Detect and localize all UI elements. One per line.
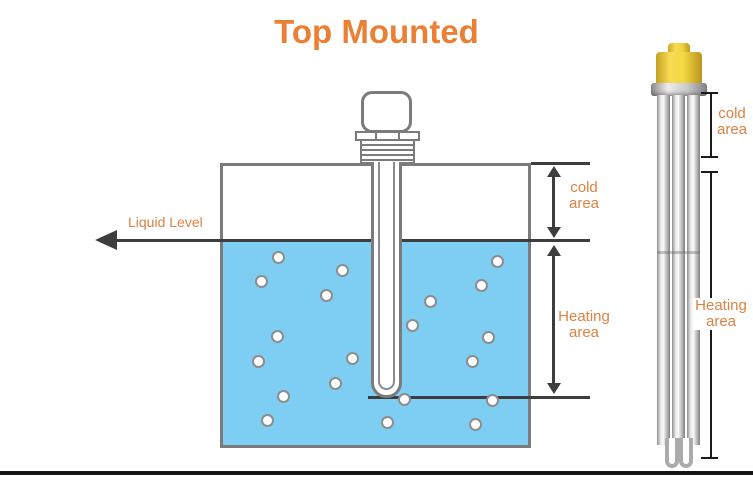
photo-tube bbox=[672, 95, 685, 445]
arrow-down-icon bbox=[547, 383, 561, 394]
bubble bbox=[491, 255, 504, 268]
photo-cap-top bbox=[668, 43, 690, 54]
arrow-up-icon bbox=[547, 245, 561, 256]
arrow-up-icon bbox=[547, 166, 561, 177]
bracket-tick bbox=[701, 92, 718, 94]
bubble bbox=[271, 330, 284, 343]
element-u-tube-inner bbox=[378, 162, 395, 390]
element-cap bbox=[361, 91, 412, 133]
photo-heating-area-label: Heating area bbox=[693, 298, 749, 330]
photo-u-bend bbox=[665, 438, 679, 468]
bracket-tick bbox=[701, 156, 718, 158]
photo-tube bbox=[687, 95, 700, 445]
photo-tubes bbox=[657, 95, 700, 445]
bubble bbox=[398, 393, 411, 406]
bubble bbox=[424, 295, 437, 308]
bubble bbox=[277, 390, 290, 403]
cold-area-arrow bbox=[552, 173, 555, 231]
bubble bbox=[486, 394, 499, 407]
flange-divider bbox=[398, 133, 400, 139]
element-bottom-line bbox=[368, 396, 590, 399]
photo-tube-seam bbox=[657, 251, 700, 254]
bubble bbox=[482, 331, 495, 344]
photo-yellow-cap bbox=[656, 52, 702, 85]
bracket-tick bbox=[701, 171, 718, 173]
tank-top-extension-line bbox=[531, 162, 590, 165]
heating-area-arrow bbox=[552, 254, 555, 386]
bubble bbox=[255, 275, 268, 288]
photo-flange-nut bbox=[651, 83, 707, 96]
bubble bbox=[329, 377, 342, 390]
element-threaded-section bbox=[360, 139, 415, 164]
bracket-tick bbox=[701, 457, 718, 459]
bubble bbox=[466, 355, 479, 368]
bubble bbox=[252, 355, 265, 368]
bubble bbox=[272, 251, 285, 264]
photo-cold-area-bracket bbox=[710, 92, 712, 157]
bubble bbox=[469, 418, 482, 431]
bubble bbox=[336, 264, 349, 277]
liquid-level-label: Liquid Level bbox=[128, 214, 203, 230]
liquid-level-line bbox=[110, 239, 590, 242]
bubble bbox=[475, 279, 488, 292]
cold-area-label: cold area bbox=[568, 179, 600, 212]
bubble bbox=[381, 416, 394, 429]
photo-u-bend bbox=[679, 438, 693, 468]
bubble bbox=[406, 319, 419, 332]
heating-area-label: Heating area bbox=[558, 308, 610, 341]
bubble bbox=[320, 289, 333, 302]
photo-cold-area-label: cold area bbox=[716, 105, 748, 138]
liquid-level-arrow-icon bbox=[95, 230, 117, 250]
bubble bbox=[346, 352, 359, 365]
bubble bbox=[261, 414, 274, 427]
page-title: Top Mounted bbox=[274, 13, 479, 50]
photo-tube bbox=[657, 95, 670, 445]
arrow-down-icon bbox=[547, 227, 561, 238]
bottom-border-line bbox=[0, 471, 753, 475]
flange-divider bbox=[375, 133, 377, 139]
